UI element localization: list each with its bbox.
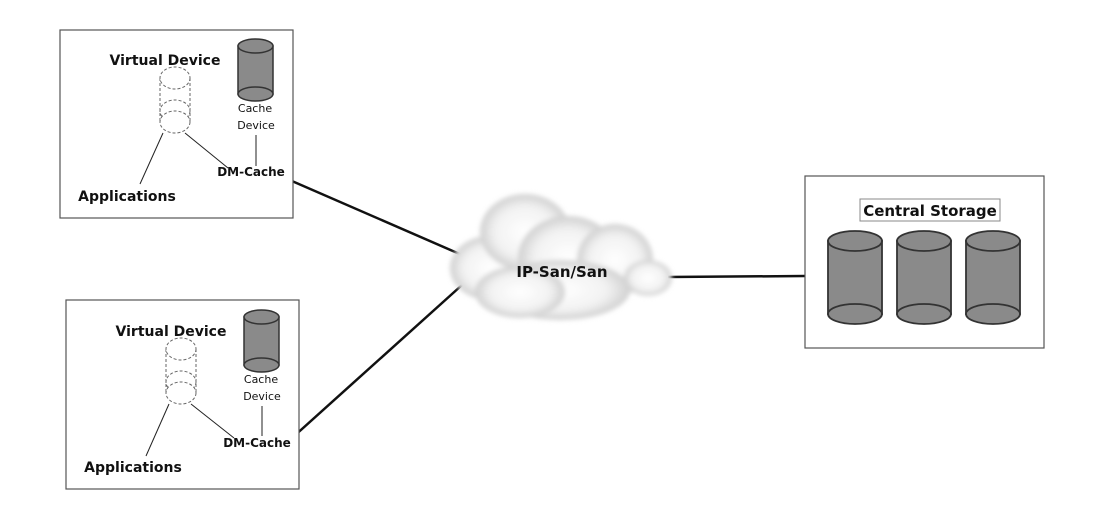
cache-device-icon — [243, 309, 280, 373]
virtual-device-icon — [159, 66, 191, 134]
cache-device-label-line2: Device — [237, 119, 275, 132]
link-network-storage — [667, 274, 806, 279]
storage-disk-icon — [827, 230, 883, 325]
virtual-device-label: Virtual Device — [116, 324, 227, 340]
network-label: IP-San/San — [516, 263, 607, 281]
cache-device-label-line1: Cache — [238, 102, 272, 115]
link-host1-network — [284, 176, 463, 257]
host-box-2: Virtual Device Cache Device DM-Cache App… — [65, 299, 300, 490]
storage-title: Central Storage — [863, 202, 997, 220]
host-box-1: Virtual Device Cache Device DM-Cache App… — [59, 29, 294, 219]
cache-device-label-line2: Device — [243, 390, 281, 403]
link-host2-network — [291, 284, 463, 439]
storage-title-frame — [859, 198, 1001, 222]
dm-cache-label: DM-Cache — [223, 436, 291, 450]
network-cloud: IP-San/San — [450, 194, 672, 320]
cache-device-label-line1: Cache — [244, 373, 278, 386]
applications-label: Applications — [84, 460, 182, 476]
cache-device-icon — [237, 38, 274, 102]
storage-disks — [827, 230, 1021, 325]
storage-disk-icon — [965, 230, 1021, 325]
storage-disk-icon — [896, 230, 952, 325]
virtual-device-label: Virtual Device — [110, 53, 221, 69]
dm-cache-label: DM-Cache — [217, 165, 285, 179]
central-storage-box: Central Storage — [804, 175, 1045, 349]
virtual-device-icon — [165, 337, 197, 405]
applications-label: Applications — [78, 189, 176, 205]
